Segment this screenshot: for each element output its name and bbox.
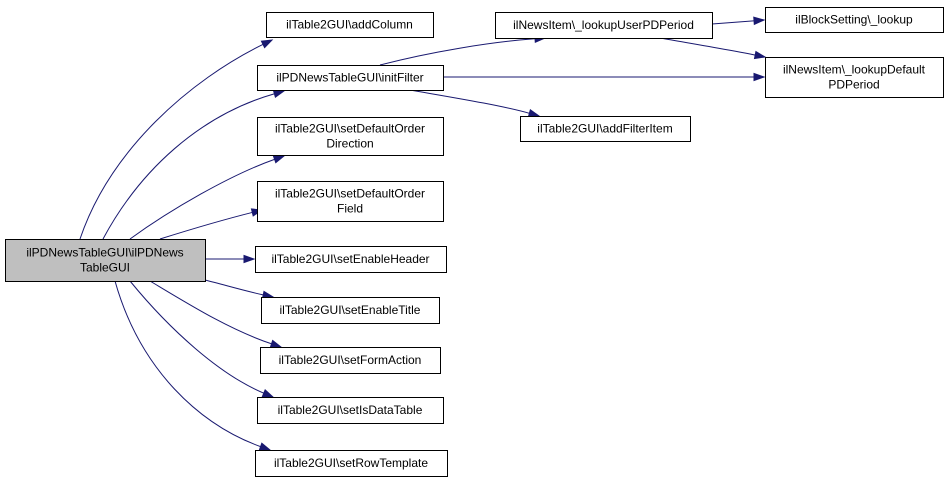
edge-line [129, 280, 265, 395]
edge-lookupUserPDPeriod-to-blockLookup [711, 16, 766, 26]
arrowhead-icon [258, 442, 272, 451]
node-label: ilTable2GUI\setRowTemplate [274, 456, 428, 470]
edge-root-to-setFormAction [149, 280, 283, 348]
arrowhead-icon [527, 109, 541, 118]
arrowhead-icon [261, 388, 275, 398]
node-box [765, 7, 944, 33]
node-box [260, 347, 441, 374]
edge-line [204, 279, 265, 296]
node-label: Direction [326, 137, 373, 151]
node-label: ilNewsItem\_lookupUserPDPeriod [513, 18, 694, 32]
node-label: ilPDNewsTableGUI\initFilter [276, 71, 423, 85]
node-box [257, 181, 444, 222]
edge-line [159, 211, 254, 240]
node-box [520, 116, 691, 142]
arrowhead-icon [753, 72, 766, 82]
node-box [765, 57, 944, 98]
node-label: ilBlockSetting\_lookup [795, 13, 913, 27]
node-setEnableTitle[interactable]: ilTable2GUI\setEnableTitle [261, 297, 440, 324]
node-setIsDataTable[interactable]: ilTable2GUI\setIsDataTable [257, 397, 444, 424]
node-root[interactable]: ilPDNewsTableGUI\ilPDNewsTableGUI [5, 239, 206, 282]
node-setEnableHeader[interactable]: ilTable2GUI\setEnableHeader [255, 246, 447, 273]
edge-root-to-setDefaultOrderField [159, 208, 264, 240]
node-setRowTemplate[interactable]: ilTable2GUI\setRowTemplate [255, 450, 448, 477]
node-box [261, 297, 440, 324]
edge-line [409, 89, 531, 115]
arrowhead-icon [272, 89, 286, 99]
edge-line [114, 280, 262, 448]
edge-line [102, 92, 276, 240]
node-box [255, 246, 447, 273]
edge-line [711, 20, 756, 25]
node-setFormAction[interactable]: ilTable2GUI\setFormAction [260, 347, 441, 374]
arrowhead-icon [753, 16, 766, 26]
node-box [266, 12, 434, 38]
node-box [257, 65, 444, 91]
node-box [257, 397, 444, 424]
nodes-layer: ilPDNewsTableGUI\ilPDNewsTableGUI ilTable… [5, 7, 944, 477]
node-label: ilTable2GUI\setDefaultOrder [275, 187, 425, 201]
edge-initFilter-to-lookupUserPDPeriod [379, 34, 547, 66]
edge-root-to-initFilter [102, 89, 286, 240]
edge-root-to-setIsDataTable [129, 280, 275, 398]
node-box [257, 117, 444, 156]
node-addFilterItem[interactable]: ilTable2GUI\addFilterItem [520, 116, 691, 142]
node-box [255, 450, 448, 477]
edge-root-to-setEnableTitle [204, 279, 275, 300]
node-label: ilTable2GUI\setFormAction [279, 353, 422, 367]
edge-line [379, 38, 537, 66]
edge-line [79, 43, 265, 240]
node-label: TableGUI [80, 261, 130, 275]
arrowhead-icon [269, 339, 283, 348]
node-initFilter[interactable]: ilPDNewsTableGUI\initFilter [257, 65, 444, 91]
node-label: ilTable2GUI\setEnableHeader [271, 252, 429, 266]
edge-lookupUserPDPeriod-to-lookupDefaultPDPeriod [659, 37, 767, 60]
edge-root-to-setEnableHeader [205, 254, 256, 264]
node-label: ilTable2GUI\setDefaultOrder [275, 122, 425, 136]
node-box [495, 12, 713, 39]
arrowhead-icon [243, 254, 256, 264]
node-label: ilTable2GUI\setIsDataTable [278, 403, 423, 417]
edge-line [129, 158, 276, 240]
edge-initFilter-to-lookupDefaultPDPeriod [443, 72, 766, 82]
edge-line [149, 280, 273, 345]
node-blockLookup[interactable]: ilBlockSetting\_lookup [765, 7, 944, 33]
node-lookupUserPDPeriod[interactable]: ilNewsItem\_lookupUserPDPeriod [495, 12, 713, 39]
node-label: ilTable2GUI\addFilterItem [537, 122, 672, 136]
edge-initFilter-to-addFilterItem [409, 89, 541, 118]
node-label: ilPDNewsTableGUI\ilPDNews [26, 246, 183, 260]
arrowhead-icon [753, 50, 767, 60]
node-addColumn[interactable]: ilTable2GUI\addColumn [266, 12, 434, 38]
node-label: ilNewsItem\_lookupDefault [783, 63, 926, 77]
arrowhead-icon [272, 155, 286, 164]
node-label: PDPeriod [828, 78, 879, 92]
node-label: ilTable2GUI\addColumn [286, 18, 413, 32]
edge-root-to-addColumn [79, 39, 274, 240]
edge-line [659, 37, 757, 56]
node-label: ilTable2GUI\setEnableTitle [280, 303, 421, 317]
node-label: Field [337, 202, 363, 216]
node-box [5, 239, 206, 282]
arrowhead-icon [260, 39, 274, 49]
